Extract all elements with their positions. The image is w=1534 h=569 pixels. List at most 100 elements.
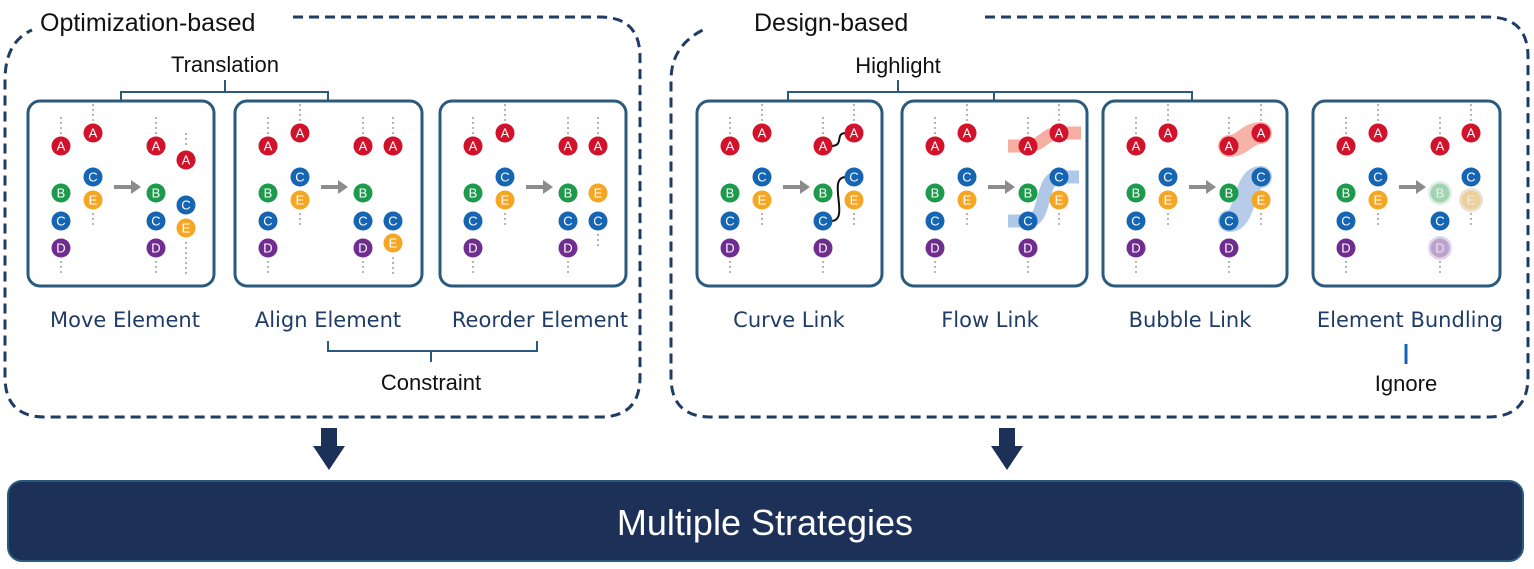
node-a: A [1336,136,1356,156]
node-letter: D [56,241,65,256]
bubble-link-label: Bubble Link [1129,308,1253,332]
node-circle [1336,238,1356,258]
node-circle [925,238,945,258]
node-circle [290,190,310,210]
node-c: C [383,211,403,231]
node-circle [588,211,608,231]
node-circle [1368,123,1388,143]
node-letter: C [725,214,734,229]
node-d: D [1018,238,1038,258]
node-circle [1219,211,1239,231]
node-letter: E [1467,193,1476,208]
node-e: E [957,190,977,210]
node-circle [1430,183,1450,203]
node-d: D [813,238,833,258]
highlight-label: Highlight [855,53,941,78]
node-d: D [146,238,166,258]
node-a: A [1018,136,1038,156]
node-d: D [51,238,71,258]
node-letter: E [389,236,398,251]
node-b: B [463,183,483,203]
node-letter: A [264,139,273,154]
node-letter: A [1132,139,1141,154]
curve-link-label: Curve Link [733,308,845,332]
node-circle [383,211,403,231]
node-d: D [1126,238,1146,258]
node-letter: A [296,126,305,141]
node-circle [290,123,310,143]
constraint-bracket [327,341,538,362]
node-letter: B [1436,186,1445,201]
node-circle [176,195,196,215]
node-e: E [1251,190,1271,210]
node-a: A [1219,136,1239,156]
node-circle [1158,190,1178,210]
node-c: C [258,211,278,231]
node-circle [813,136,833,156]
node-circle [1126,183,1146,203]
node-circle [1336,183,1356,203]
node-circle [844,123,864,143]
node-c: C [83,167,103,187]
node-circle [1430,136,1450,156]
translation-bracket [120,80,329,101]
node-c: C [720,211,740,231]
node-circle [813,238,833,258]
bundle-halo [1428,181,1452,205]
node-letter: B [564,186,573,201]
node-circle [720,136,740,156]
node-letter: A [57,139,66,154]
arrow-shaft [321,428,337,446]
node-a: A [1461,123,1481,143]
node-b: B [1018,183,1038,203]
highlight-bracket [787,80,1193,101]
card-frame [1311,99,1502,288]
curve-link-path [830,176,847,222]
node-letter: E [1164,193,1173,208]
node-letter: A [564,139,573,154]
arrow-head [991,446,1023,470]
node-c: C [290,167,310,187]
node-letter: D [1131,241,1140,256]
node-circle [1158,123,1178,143]
node-c: C [813,211,833,231]
node-letter: C [295,170,304,185]
node-circle [258,136,278,156]
node-circle [813,183,833,203]
node-c: C [1430,211,1450,231]
optimization-group-title: Optimization-based [40,9,255,37]
node-a: A [1158,123,1178,143]
node-a: A [1368,123,1388,143]
transform-arrow-head [800,180,810,194]
node-letter: D [1224,241,1233,256]
node-c: C [1219,211,1239,231]
node-c: C [1126,211,1146,231]
node-a: A [588,136,608,156]
node-letter: C [468,214,477,229]
node-c: C [1158,167,1178,187]
node-e: E [83,190,103,210]
optimization-group-panel [3,15,642,419]
node-c: C [51,211,71,231]
node-circle [720,211,740,231]
node-circle [51,183,71,203]
node-letter: C [1373,170,1382,185]
node-circle [957,167,977,187]
card-frame [233,99,424,288]
node-letter: A [182,153,191,168]
design-group-title: Design-based [754,9,908,37]
node-circle [844,190,864,210]
node-letter: C [1435,214,1444,229]
node-letter: A [501,126,510,141]
node-letter: A [469,139,478,154]
node-b: B [51,183,71,203]
node-letter: C [962,170,971,185]
node-circle [1219,183,1239,203]
arrow-shaft [999,428,1015,446]
node-letter: E [850,193,859,208]
node-letter: A [931,139,940,154]
node-circle [1219,238,1239,258]
node-letter: E [758,193,767,208]
